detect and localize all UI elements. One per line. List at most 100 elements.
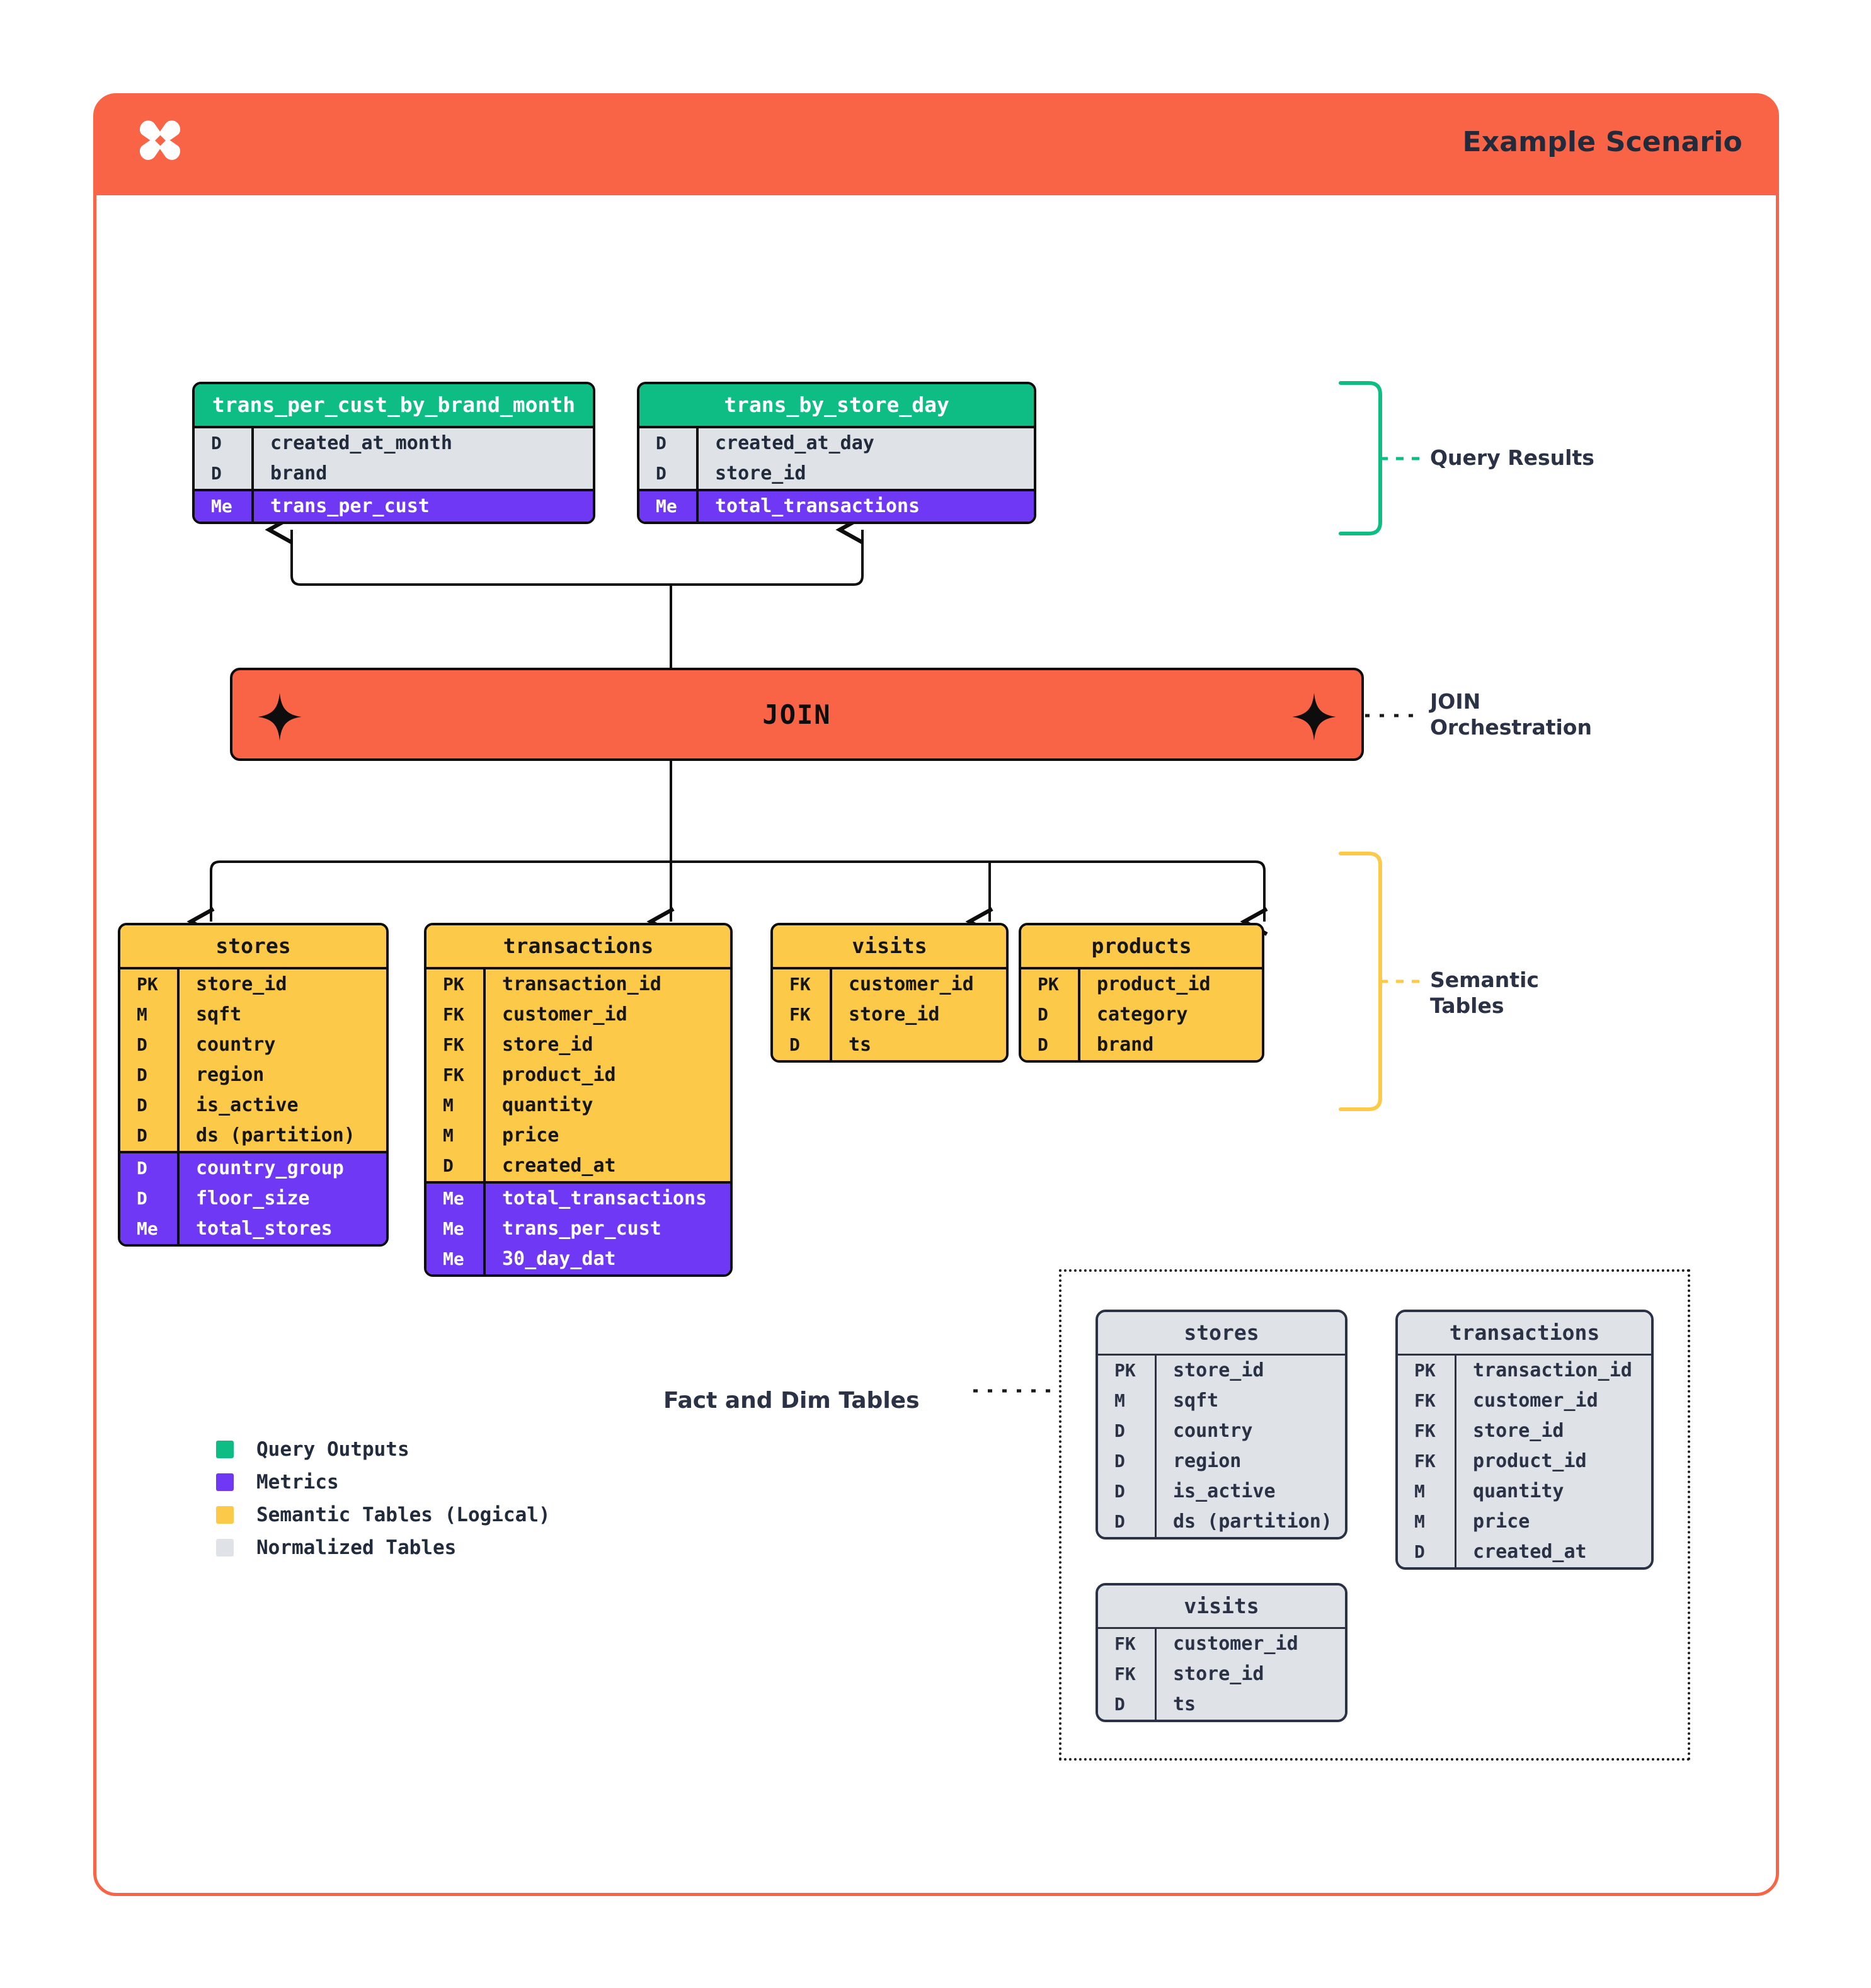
column-name: floor_size [177,1183,386,1214]
column-key: M [1114,1390,1125,1412]
column-key: FK [443,1034,464,1056]
column-key: FK [443,1004,464,1025]
column-name: country [1155,1415,1345,1446]
column-name: country_group [177,1153,386,1184]
legend-label: Metrics [256,1471,339,1494]
column-key: FK [1414,1451,1436,1472]
column-name: trans_per_cust [251,491,593,522]
column-key: D [789,1034,800,1056]
page-title: Example Scenario [1462,126,1742,158]
column-name: product_id [1078,969,1262,1000]
legend-swatch [216,1473,234,1491]
annotation-fact-dim-tables: Fact and Dim Tables [663,1388,920,1414]
column-key: M [443,1125,454,1146]
legend-item-semantic-tables: Semantic Tables (Logical) [216,1499,551,1531]
column-key: FK [443,1065,464,1086]
column-name: customer_id [1155,1628,1345,1659]
column-key: PK [1114,1360,1136,1381]
legend-label: Semantic Tables (Logical) [256,1504,551,1526]
column-name: ds (partition) [1155,1506,1345,1537]
column-name: quantity [483,1090,730,1121]
join-label: JOIN [762,699,832,730]
column-name: is_active [177,1090,386,1121]
table-row: FK product_id [1398,1446,1651,1477]
column-name: category [1078,999,1262,1030]
table-title: transactions [426,925,730,969]
table-title: visits [773,925,1006,969]
query-result-table-trans-per-cust[interactable]: trans_per_cust_by_brand_month D created_… [192,382,595,524]
table-title: trans_by_store_day [639,384,1034,428]
column-name: total_transactions [483,1183,730,1214]
table-row: PK transaction_id [1398,1355,1651,1386]
column-name: total_stores [177,1213,386,1244]
column-name: store_id [483,1029,730,1060]
table-title: trans_per_cust_by_brand_month [195,384,593,428]
column-name: store_id [1455,1415,1651,1446]
sparkle-diamond-icon [1292,693,1336,741]
column-name: transaction_id [1455,1355,1651,1386]
column-key: D [656,463,667,484]
column-key: D [137,1188,147,1209]
table-row: D created_at_day [639,428,1034,459]
column-key: M [137,1004,147,1025]
column-name: customer_id [830,969,1006,1000]
column-key: FK [1414,1420,1436,1442]
column-key: D [137,1158,147,1179]
column-name: sqft [177,999,386,1030]
column-name: created_at [1455,1536,1651,1567]
join-orchestration-bar[interactable]: JOIN [230,668,1364,761]
table-row: D created_at_month [195,428,593,459]
annotation-query-results: Query Results [1430,445,1594,470]
column-key: PK [1414,1360,1436,1381]
column-name: created_at_month [251,428,593,459]
column-key: FK [789,1004,811,1025]
column-name: created_at [483,1150,730,1181]
column-key: D [1114,1694,1125,1715]
column-key: Me [137,1218,158,1240]
x-star-logo-icon [139,120,181,160]
legend-swatch [216,1506,234,1524]
column-key: D [1114,1451,1125,1472]
query-result-table-trans-by-store-day[interactable]: trans_by_store_day D created_at_day D st… [637,382,1036,524]
column-key: Me [211,496,232,517]
column-name: product_id [1455,1446,1651,1477]
column-name: is_active [1155,1476,1345,1507]
column-name: trans_per_cust [483,1213,730,1244]
table-row: D brand [195,458,593,489]
column-name: total_transactions [696,491,1034,522]
column-key: D [1114,1511,1125,1533]
column-key: D [443,1155,454,1177]
metric-section: Me total_transactions [639,488,1034,522]
column-key: PK [1038,974,1059,995]
column-name: ts [830,1029,1006,1060]
